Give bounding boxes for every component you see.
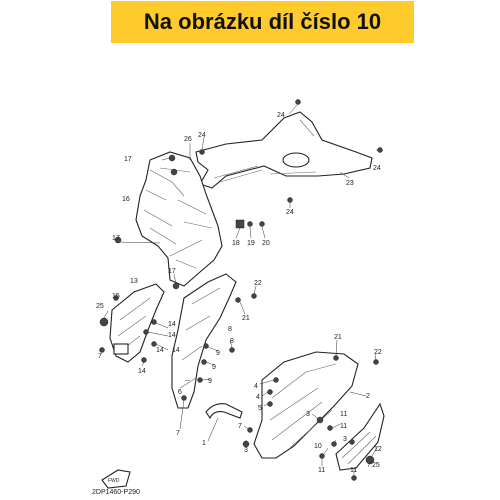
callout-11: 11 [350,467,357,474]
callout-14: 14 [172,347,180,354]
callout-23: 23 [346,180,354,187]
callout-17: 17 [112,235,120,242]
callout-20: 20 [262,240,270,247]
callout-1: 1 [202,440,206,447]
callout-24: 24 [286,209,294,216]
callout-9: 9 [216,350,220,357]
part-23-floor-cover[interactable] [195,111,373,189]
part-2-side-cover-rear[interactable] [253,351,359,459]
callout-12: 12 [374,446,382,453]
callout-3: 3 [343,436,347,443]
callout-19: 19 [247,240,255,247]
callout-11: 11 [340,411,347,418]
callout-16: 16 [122,196,130,203]
callout-14: 14 [168,332,176,339]
callout-21: 21 [242,315,250,322]
part-13-small-cover[interactable] [109,283,165,363]
title-banner: Na obrázku díl číslo 10 [111,1,414,43]
callout-14: 14 [138,368,146,375]
callout-11: 11 [318,467,325,474]
callout-11: 11 [340,423,347,430]
callout-17: 17 [124,156,132,163]
page-title: Na obrázku díl číslo 10 [143,9,382,34]
part-16-leg-shield-inner[interactable] [135,151,223,287]
callouts: 24 24 24 24 23 26 17 17 17 16 18 19 20 1… [96,112,382,474]
callout-22: 22 [254,280,262,287]
callout-21: 21 [334,334,342,341]
callout-10: 10 [314,443,322,450]
callout-5: 5 [258,405,262,412]
callout-15: 15 [112,293,120,300]
callout-3: 3 [306,411,310,418]
callout-7: 7 [176,430,180,437]
callout-3: 3 [244,447,248,454]
leader-lines [101,103,380,476]
callout-22: 22 [374,349,382,356]
callout-7: 7 [238,423,242,430]
callout-25: 25 [96,303,104,310]
callout-9: 9 [212,364,216,371]
callout-9: 9 [208,378,212,385]
callout-13: 13 [130,278,138,285]
callout-17: 17 [168,268,176,275]
callout-24: 24 [373,165,381,172]
callout-6: 6 [178,389,182,396]
part-1-bracket[interactable] [205,403,243,420]
callout-18: 18 [232,240,240,247]
fwd-label: FWD [108,478,120,484]
callout-24: 24 [277,112,285,119]
callout-24: 24 [198,132,206,139]
diagram-code: 2DP1460-P290 [92,489,140,496]
callout-26: 26 [184,136,192,143]
part-6-side-cover-front[interactable] [171,273,237,409]
callout-4: 4 [256,394,260,401]
forward-direction-icon: FWD [101,469,131,489]
callout-8: 8 [228,326,232,333]
callout-4: 4 [254,383,258,390]
part-10-panel[interactable] [335,402,385,471]
callout-7: 7 [98,353,102,360]
callout-14: 14 [168,321,176,328]
callout-25: 25 [372,462,380,469]
callout-2: 2 [366,393,370,400]
callout-8: 8 [230,338,234,345]
callout-14: 14 [156,347,164,354]
